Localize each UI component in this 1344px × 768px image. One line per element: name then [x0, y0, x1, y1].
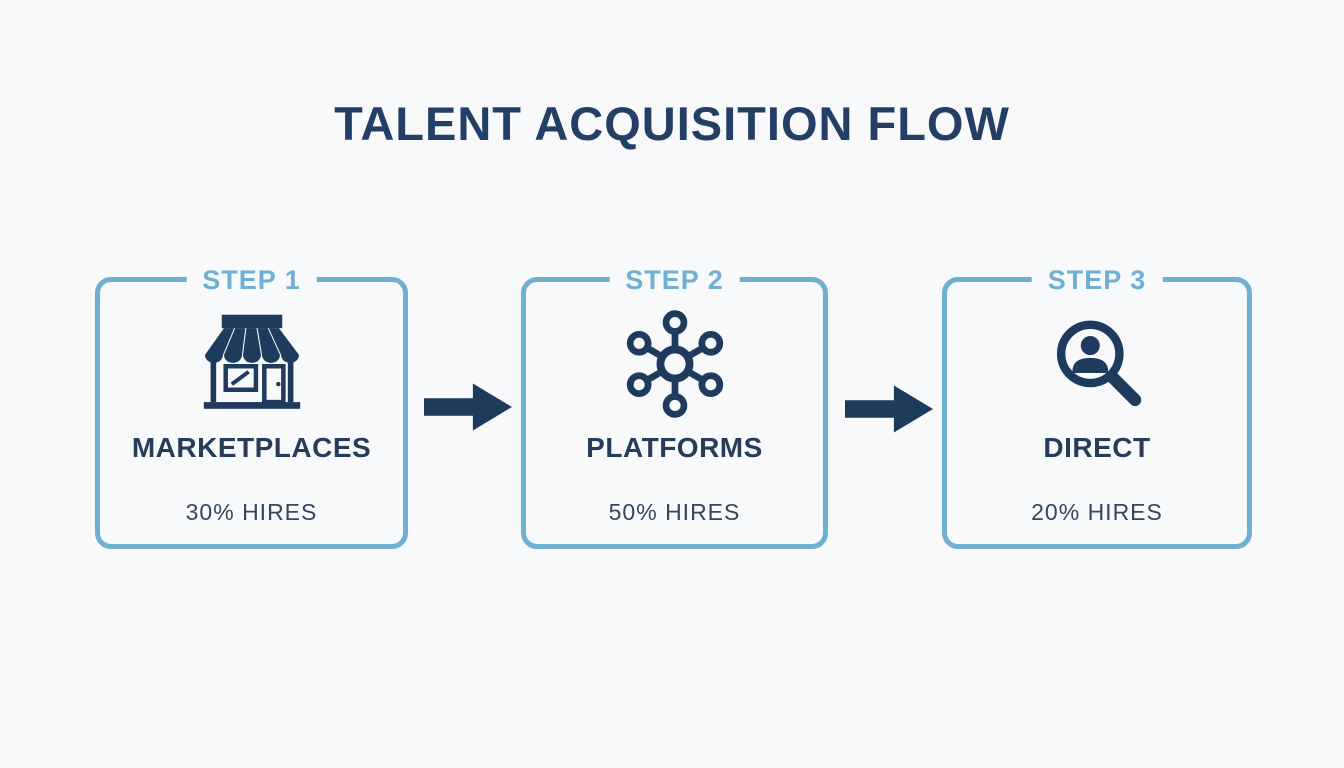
- step-2-badge: STEP 2: [609, 261, 740, 299]
- storefront-icon: [196, 308, 308, 420]
- step-card-direct: STEP 3 DIRECT 20% HIRES: [942, 261, 1252, 549]
- arrow-right-icon: [845, 385, 933, 433]
- hires-stat-marketplaces: 30% HIRES: [185, 499, 318, 525]
- step-3-badge: STEP 3: [1031, 261, 1163, 299]
- network-hub-icon: [619, 308, 731, 420]
- person-search-icon: [1041, 308, 1153, 420]
- step-card-platforms: STEP 2: [521, 261, 828, 549]
- channel-name-marketplaces: MARKETPLACES: [131, 432, 372, 463]
- hires-stat-platforms: 50% HIRES: [608, 499, 741, 525]
- step-card-marketplaces: STEP 1: [95, 261, 408, 549]
- channel-name-platforms: PLATFORMS: [586, 432, 763, 463]
- page-title: TALENT ACQUISITION FLOW: [334, 97, 1010, 150]
- hires-stat-direct: 20% HIRES: [1031, 499, 1163, 525]
- step-1-badge: STEP 1: [186, 261, 317, 299]
- arrow-right-icon: [424, 383, 512, 431]
- channel-name-direct: DIRECT: [1043, 432, 1151, 463]
